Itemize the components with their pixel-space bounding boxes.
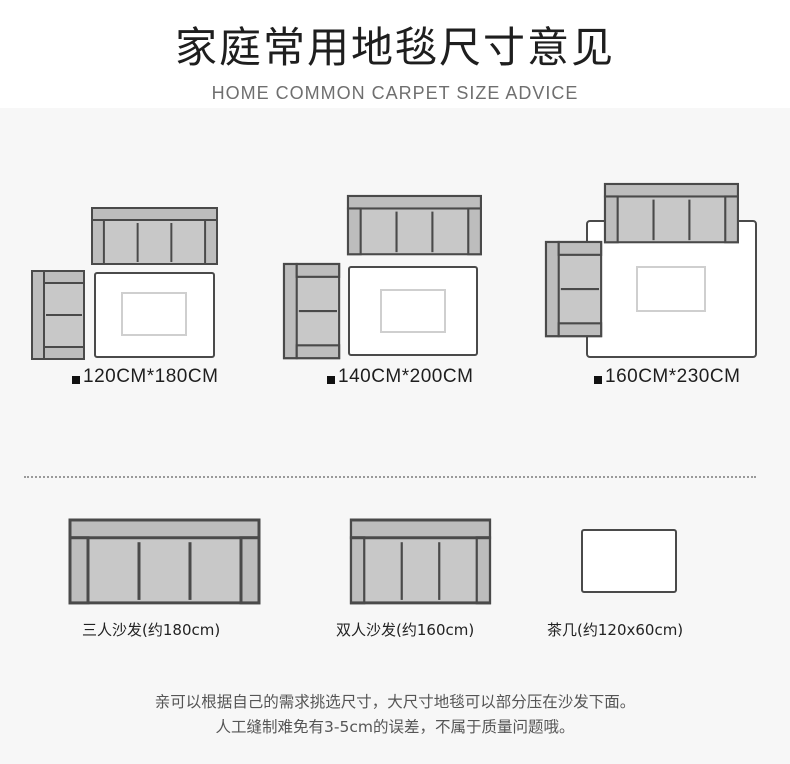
three-seat-sofa (91, 207, 218, 265)
layout-140x200 (282, 194, 482, 360)
header: 家庭常用地毯尺寸意见 HOME COMMON CARPET SIZE ADVIC… (0, 0, 790, 108)
two-seat-sofa (544, 240, 603, 338)
page-title: 家庭常用地毯尺寸意见 (174, 23, 615, 72)
bullet-square (594, 375, 602, 384)
size-label-3: 160CM*230CM (594, 366, 740, 388)
size-text: 120CM*180CM (83, 366, 219, 387)
three-seat-sofa (346, 194, 482, 256)
three-seat-sofa (603, 182, 739, 244)
coffee-table (121, 292, 187, 336)
size-label-1: 120CM*180CM (72, 366, 218, 388)
layout-160x230 (544, 182, 757, 358)
layout-120x180 (31, 207, 218, 360)
bullet-square (327, 375, 335, 384)
bullet-square (72, 375, 80, 384)
legend-coffee-table (581, 529, 677, 593)
two-seat-sofa (31, 270, 85, 360)
legend-label-coffee-table: 茶几(约120x60cm) (547, 621, 684, 639)
note-line-1: 亲可以根据自己的需求挑选尺寸，大尺寸地毯可以部分压在沙发下面。 (154, 693, 636, 711)
legend-three-seat-sofa (68, 518, 261, 605)
note-line-2: 人工缝制难免有3-5cm的误差，不属于质量问题哦。 (215, 718, 575, 736)
coffee-table (636, 266, 706, 312)
size-label-2: 140CM*200CM (327, 366, 473, 388)
legend-label-two-seat: 双人沙发(约160cm) (336, 621, 475, 639)
legend-label-three-seat: 三人沙发(约180cm) (82, 621, 221, 639)
size-text: 160CM*230CM (605, 366, 741, 387)
page-subtitle: HOME COMMON CARPET SIZE ADVICE (211, 83, 579, 103)
legend-two-seat-sofa (349, 518, 492, 605)
coffee-table (380, 289, 446, 333)
dotted-divider (24, 476, 756, 478)
two-seat-sofa (282, 262, 341, 360)
size-text: 140CM*200CM (338, 366, 474, 387)
